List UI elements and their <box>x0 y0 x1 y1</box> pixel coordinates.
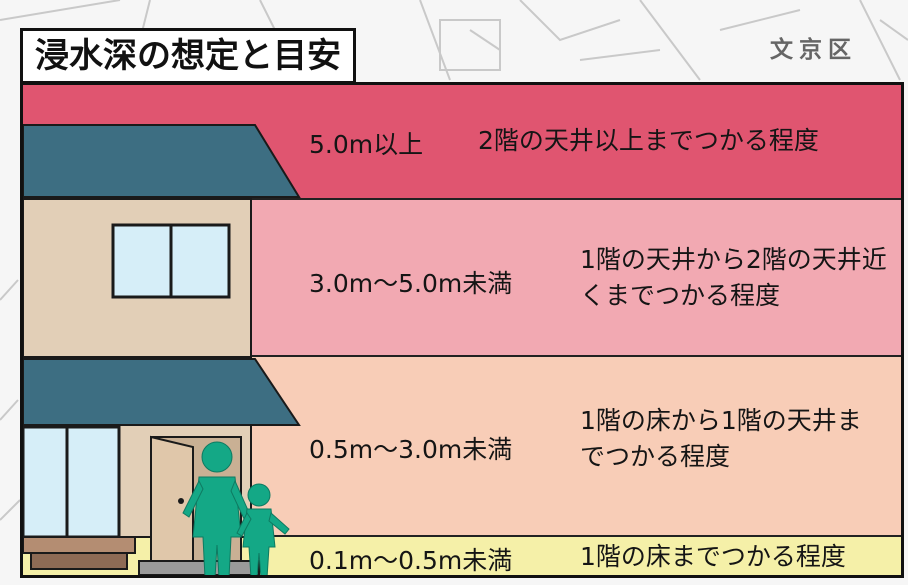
adult-figure <box>182 441 252 575</box>
bench <box>23 536 136 554</box>
child-figure <box>236 483 290 575</box>
ward-label: 文京区 <box>770 37 857 63</box>
depth-chart-frame: 5.0m以上 2階の天井以上までつかる程度 3.0m～5.0m未満 1階の天井か… <box>20 82 904 578</box>
upper-roof <box>23 124 301 198</box>
range-label: 0.1m～0.5m未満 <box>309 546 513 575</box>
lower-roof <box>23 358 301 426</box>
range-label: 3.0m～5.0m未満 <box>309 269 513 298</box>
depth-description: 1階の床から1階の天井までつかる程度 <box>580 406 862 471</box>
door <box>150 435 194 568</box>
depth-description: 1階の天井から2階の天井近くまでつかる程度 <box>580 245 887 310</box>
page-title: 浸水深の想定と目安 <box>20 28 356 84</box>
depth-description: 2階の天井以上までつかる程度 <box>478 126 819 155</box>
house-illustration <box>23 124 301 575</box>
depth-description: 1階の床までつかる程度 <box>580 542 846 571</box>
door-step <box>138 560 260 575</box>
range-label: 5.0m以上 <box>309 130 424 159</box>
range-label: 0.5m～3.0m未満 <box>309 435 513 464</box>
first-floor-window <box>23 425 121 539</box>
